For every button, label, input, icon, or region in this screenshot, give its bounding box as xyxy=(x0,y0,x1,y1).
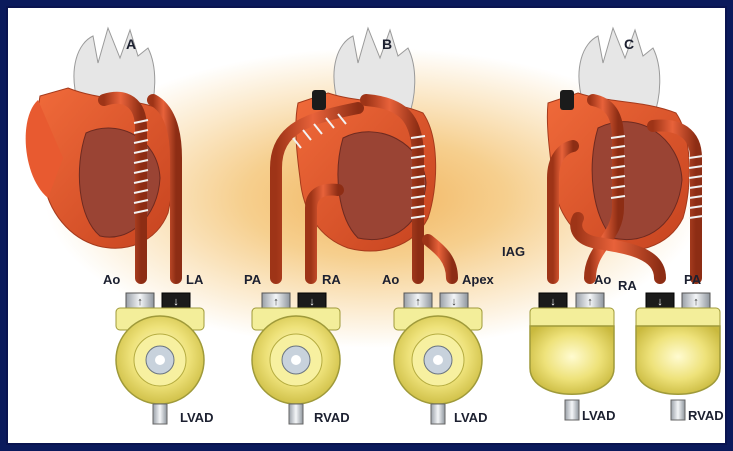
panel-c: ↓ ↑ ↓ ↑ C IAG Ao RA PA LVAD RVAD xyxy=(502,28,724,423)
label-ao-c: Ao xyxy=(594,272,611,287)
up-arrow-icon: ↑ xyxy=(693,296,699,308)
down-arrow-icon: ↓ xyxy=(309,296,315,308)
aortic-stub-b xyxy=(312,90,326,110)
up-arrow-icon: ↑ xyxy=(587,296,593,308)
down-arrow-icon: ↓ xyxy=(550,296,556,308)
up-arrow-icon: ↑ xyxy=(273,296,279,308)
illustration-frame: ↑ ↓ A Ao LA LVAD xyxy=(6,6,727,445)
apex-cannula-b xyxy=(428,240,452,278)
down-arrow-icon: ↓ xyxy=(173,296,179,308)
label-ra-c: RA xyxy=(618,278,637,293)
lvad-pump-a xyxy=(116,308,204,424)
label-rvad-b: RVAD xyxy=(314,410,350,425)
label-rvad-c: RVAD xyxy=(688,408,724,423)
vad-configuration-diagram: ↑ ↓ A Ao LA LVAD xyxy=(8,8,727,445)
label-ra-b: RA xyxy=(322,272,341,287)
down-arrow-icon: ↓ xyxy=(451,296,457,308)
panel-letter-a: A xyxy=(126,36,136,52)
rvad-pump-c xyxy=(636,308,720,420)
label-lvad-b: LVAD xyxy=(454,410,487,425)
rvad-pump-b xyxy=(252,308,340,424)
label-ao-a: Ao xyxy=(103,272,120,287)
label-pa-b: PA xyxy=(244,272,262,287)
label-ao-b: Ao xyxy=(382,272,399,287)
lvad-pump-b xyxy=(394,308,482,424)
label-la-a: LA xyxy=(186,272,204,287)
up-arrow-icon: ↑ xyxy=(137,296,143,308)
lvad-pump-c xyxy=(530,308,614,420)
up-arrow-icon: ↑ xyxy=(415,296,421,308)
panel-a: ↑ ↓ A Ao LA LVAD xyxy=(26,28,214,425)
aortic-stub-c xyxy=(560,90,574,110)
label-apex-b: Apex xyxy=(462,272,495,287)
label-lvad-c: LVAD xyxy=(582,408,615,423)
label-lvad-a: LVAD xyxy=(180,410,213,425)
label-pa-c: PA xyxy=(684,272,702,287)
panel-letter-c: C xyxy=(624,36,634,52)
label-iag-c: IAG xyxy=(502,244,525,259)
panel-letter-b: B xyxy=(382,36,392,52)
panel-b: ↑ ↓ ↑ ↓ B PA RA Ao Apex RVAD LVAD xyxy=(244,28,495,425)
down-arrow-icon: ↓ xyxy=(657,296,663,308)
